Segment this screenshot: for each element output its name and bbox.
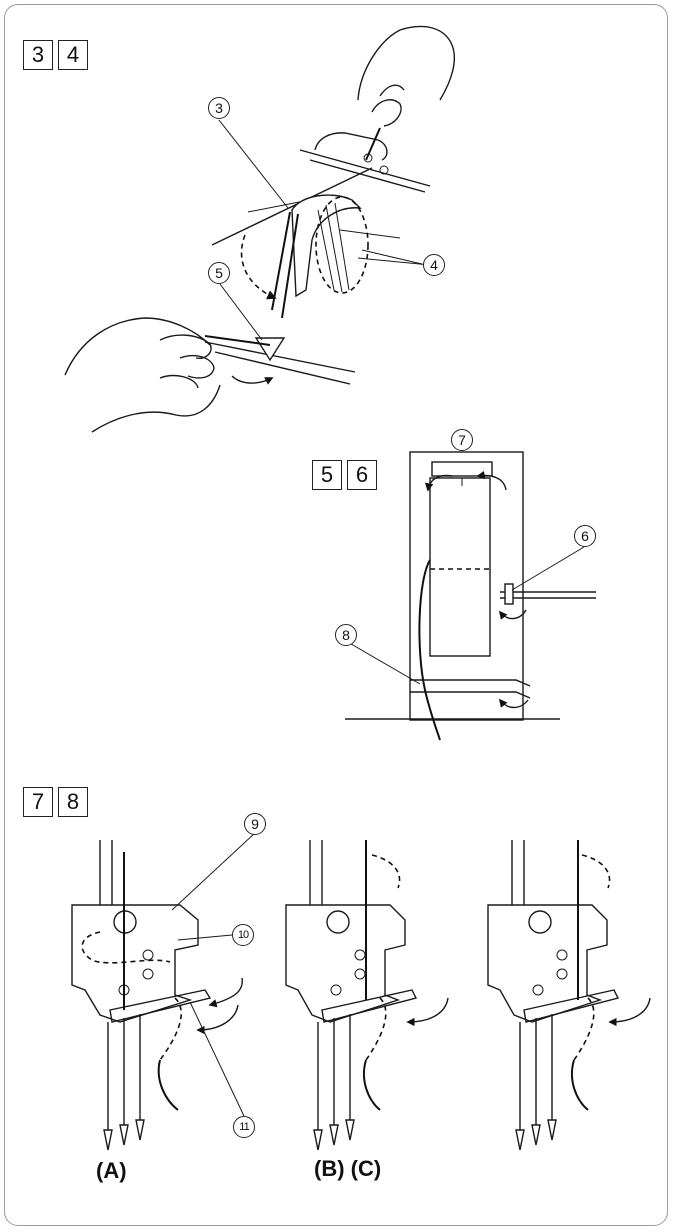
step-box-8: 8 — [58, 787, 88, 817]
callout-5: 5 — [208, 262, 230, 284]
curved-arrow-icon — [476, 470, 507, 491]
step-box-7: 7 — [23, 787, 53, 817]
upper-guide — [299, 132, 431, 193]
lower-looper — [204, 335, 356, 385]
step-box-6: 6 — [347, 460, 377, 490]
needle-clamp-a — [71, 840, 212, 1151]
caption-a: (A) — [96, 1158, 127, 1183]
needle-clamp-c — [487, 840, 620, 1151]
step-box-5: 5 — [312, 460, 342, 490]
callout-3: 3 — [208, 97, 230, 119]
hand-icon — [357, 25, 456, 127]
thread-guide-plate — [345, 451, 596, 721]
curved-arrow-icon — [608, 997, 651, 1027]
callout-10: 10 — [232, 924, 254, 946]
curved-arrow-icon — [208, 977, 243, 1008]
step-box-3: 3 — [23, 40, 53, 70]
looper-arm — [211, 167, 431, 319]
callout-4: 4 — [423, 254, 445, 276]
callout-11: 11 — [233, 1116, 255, 1138]
curved-arrow-icon — [196, 1004, 239, 1035]
curved-arrow-icon — [424, 474, 453, 492]
curved-arrow-icon — [498, 609, 527, 620]
curved-arrow-icon — [406, 997, 449, 1027]
needle-clamp-b — [285, 840, 418, 1151]
curved-arrow-icon — [498, 698, 529, 709]
figure-frame — [4, 4, 668, 1226]
callout-7: 7 — [451, 429, 473, 451]
callout-6: 6 — [574, 525, 596, 547]
caption-bc: (B) (C) — [314, 1156, 382, 1181]
curved-arrow-icon — [231, 375, 274, 385]
step-box-4: 4 — [58, 40, 88, 70]
callout-9: 9 — [244, 813, 266, 835]
hand-icon — [64, 317, 221, 433]
callout-8: 8 — [335, 624, 357, 646]
